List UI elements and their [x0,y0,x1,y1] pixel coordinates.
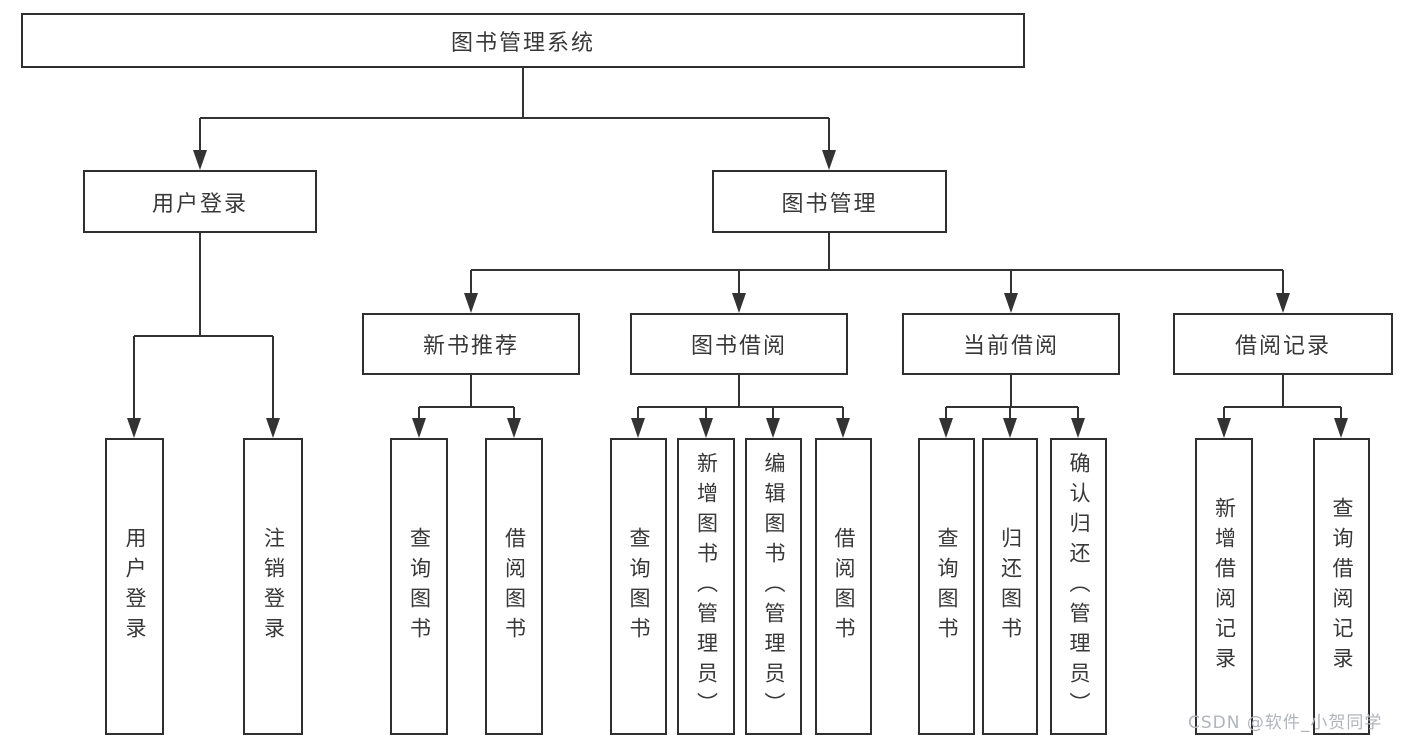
leaf-query-books-current: 查询图书 [918,438,975,735]
leaf-borrow-books-recommend: 借阅图书 [485,438,543,735]
leaf-borrow-books: 借阅图书 [815,438,872,735]
node-user-login: 用户登录 [83,170,317,233]
leaf-query-borrow-record: 查询借阅记录 [1313,438,1370,735]
node-book-borrowing: 图书借阅 [630,313,848,375]
leaf-user-login: 用户登录 [105,438,164,735]
leaf-logout: 注销登录 [243,438,303,735]
leaf-query-books-recommend-label: 查询图书 [407,526,432,647]
leaf-add-book-admin-label: 新增图书（管理员） [694,451,719,722]
leaf-return-books-label: 归还图书 [998,526,1023,647]
leaf-add-borrow-record-label: 新增借阅记录 [1212,496,1237,677]
leaf-add-borrow-record: 新增借阅记录 [1195,438,1253,735]
leaf-query-books-recommend: 查询图书 [390,438,448,735]
node-borrowing-records: 借阅记录 [1173,313,1393,375]
node-library-management-system: 图书管理系统 [21,13,1025,68]
node-new-book-recommend: 新书推荐 [362,313,580,375]
leaf-confirm-return-admin-label: 确认归还（管理员） [1067,451,1091,722]
leaf-edit-book-admin: 编辑图书（管理员） [745,438,802,735]
node-current-borrowing: 当前借阅 [902,313,1120,375]
leaf-return-books: 归还图书 [982,438,1038,735]
leaf-edit-book-admin-label: 编辑图书（管理员） [762,451,786,722]
leaf-confirm-return-admin: 确认归还（管理员） [1050,438,1107,735]
leaf-query-books-borrowing-label: 查询图书 [627,526,651,647]
leaf-add-book-admin: 新增图书（管理员） [677,438,735,735]
leaf-query-books-borrowing: 查询图书 [610,438,667,735]
leaf-user-login-label: 用户登录 [123,526,147,647]
csdn-watermark: CSDN @软件_小贺同学 [1188,713,1383,733]
leaf-borrow-books-label: 借阅图书 [832,526,856,647]
leaf-query-borrow-record-label: 查询借阅记录 [1330,496,1354,677]
leaf-borrow-books-recommend-label: 借阅图书 [502,526,527,647]
leaf-query-books-current-label: 查询图书 [935,526,959,647]
node-book-management: 图书管理 [712,170,947,233]
leaf-logout-label: 注销登录 [261,526,286,647]
